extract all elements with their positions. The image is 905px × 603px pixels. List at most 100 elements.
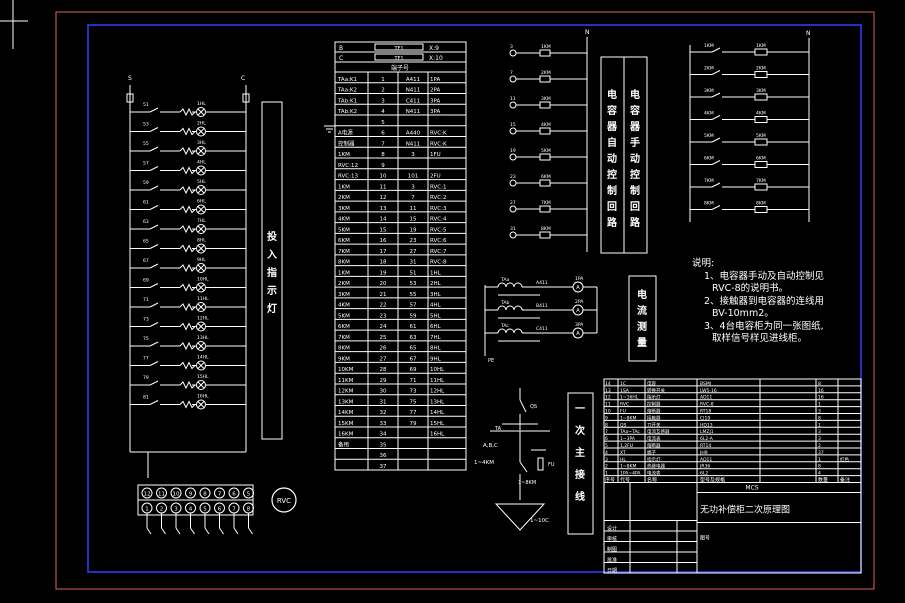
coil-label: 5KM — [541, 148, 551, 154]
table-cell: N411 — [406, 141, 421, 147]
contact-label: 2KM — [704, 66, 714, 72]
lamp-x — [197, 323, 205, 330]
table-cell: 3 — [411, 152, 415, 158]
pin-label: 6 — [218, 507, 222, 513]
vertical-char: 容 — [606, 104, 617, 117]
contact-label: 7KM — [704, 178, 714, 184]
table-cell: 4HL — [430, 303, 442, 309]
node-label: 73 — [143, 317, 149, 323]
bom-cell: RT18 — [700, 409, 711, 415]
resistor — [179, 166, 196, 175]
notes-title: 说明: — [692, 258, 715, 269]
coil — [754, 161, 768, 168]
table-cell: A440 — [406, 131, 421, 137]
node-label: 71 — [143, 297, 149, 303]
bom-cell: 3 — [818, 436, 821, 442]
table-cell: 8HL — [430, 346, 442, 352]
table-cell: X:9 — [429, 45, 439, 52]
table-cell: 24 — [380, 324, 387, 330]
lamp-icon — [196, 341, 206, 351]
table-cell: 4KM — [338, 303, 350, 309]
table-cell: 11 — [380, 184, 387, 190]
table-cell: 1KM — [338, 270, 350, 276]
table-cell: 65 — [410, 346, 417, 352]
vertical-char: 主 — [575, 446, 585, 459]
ammeter-label: 1PA — [575, 276, 584, 282]
table-cell: A电源 — [338, 129, 353, 137]
node-label: 63 — [143, 219, 149, 225]
resistor — [179, 107, 196, 117]
coil-label: 5KM — [756, 133, 766, 139]
bom-cell: 1,2FU — [620, 443, 633, 449]
table-cell: 7 — [411, 195, 415, 201]
resistor — [179, 185, 196, 195]
bom-cell: 1~8KM — [620, 415, 636, 421]
resistor — [179, 283, 196, 292]
contact — [149, 107, 159, 113]
bom-cell: 电流表 — [647, 435, 661, 442]
manual-ctrl-label-box — [623, 56, 648, 254]
bom-cell: 1C — [620, 381, 626, 387]
bom-cell: 7 — [605, 429, 608, 435]
node-label: 79 — [143, 375, 149, 381]
bom-cell: 8 — [818, 415, 821, 421]
lamp-x — [197, 206, 205, 213]
lamp-label: 14HL — [197, 355, 209, 361]
switch-contact — [711, 115, 721, 120]
table-cell: 11KM — [338, 378, 354, 384]
pin-label: 4 — [189, 507, 193, 513]
lamp-x — [197, 264, 205, 272]
lamp-icon — [196, 263, 206, 273]
bom-cell: HD13 — [700, 422, 713, 428]
outer-border — [55, 11, 875, 590]
lamp-x — [197, 401, 205, 408]
table-cell: 5HL — [430, 313, 442, 319]
pin-circle — [156, 487, 167, 499]
contact — [149, 146, 159, 152]
ct-winding — [497, 328, 523, 334]
bus-label: N — [585, 29, 590, 36]
resistor — [179, 322, 196, 331]
table-cell: 77 — [410, 410, 417, 416]
bom-cell: JH9 — [699, 450, 708, 456]
bom-cell: 12 — [605, 395, 611, 401]
table-cell: 8KM — [338, 260, 350, 266]
node-label: 61 — [143, 200, 149, 206]
bom-cell: CJ19 — [700, 415, 710, 421]
table-cell: TAa:K1 — [337, 77, 357, 83]
table-cell: 6 — [381, 131, 385, 137]
notes-line: 3、4台电容柜为同一张图纸, — [704, 320, 824, 332]
terminal-symbol — [374, 53, 424, 61]
table-cell: 8KM — [338, 346, 350, 352]
bom-cell: 8 — [818, 464, 821, 470]
table-cell: RVC:K — [430, 131, 447, 137]
vertical-char: 一 — [575, 404, 585, 415]
drawing-title: 无功补偿柜二次原理图 — [700, 504, 790, 516]
pin-label: 10 — [173, 492, 180, 498]
bom-cell: QS — [620, 422, 627, 428]
contact — [149, 185, 159, 191]
bus-label: N — [806, 30, 811, 37]
bom-cell: 1PA~4PA — [620, 471, 641, 477]
wire — [175, 527, 181, 535]
coil-label: 7KM — [541, 200, 551, 206]
table-cell: 14KM — [338, 410, 354, 416]
table-cell: RVC:7 — [430, 249, 447, 255]
lamp-icon — [196, 302, 206, 312]
bom-cell: 16 — [818, 388, 824, 394]
bom-cell: 6L2-A — [700, 436, 714, 442]
bom-cell: 3 — [818, 429, 821, 435]
vertical-char: 动 — [607, 152, 617, 165]
table-cell: RVC:13 — [338, 174, 358, 180]
fuse — [126, 93, 134, 103]
table-cell: 28 — [380, 367, 387, 373]
table-cell: 6KM — [338, 324, 350, 330]
node-label: 15 — [510, 122, 516, 128]
lamp-x — [197, 186, 205, 194]
pin-label: 8 — [203, 492, 207, 498]
table-cell: C — [339, 55, 343, 62]
vertical-char: 控 — [630, 168, 640, 181]
lamp-label: 6HL — [197, 199, 206, 205]
